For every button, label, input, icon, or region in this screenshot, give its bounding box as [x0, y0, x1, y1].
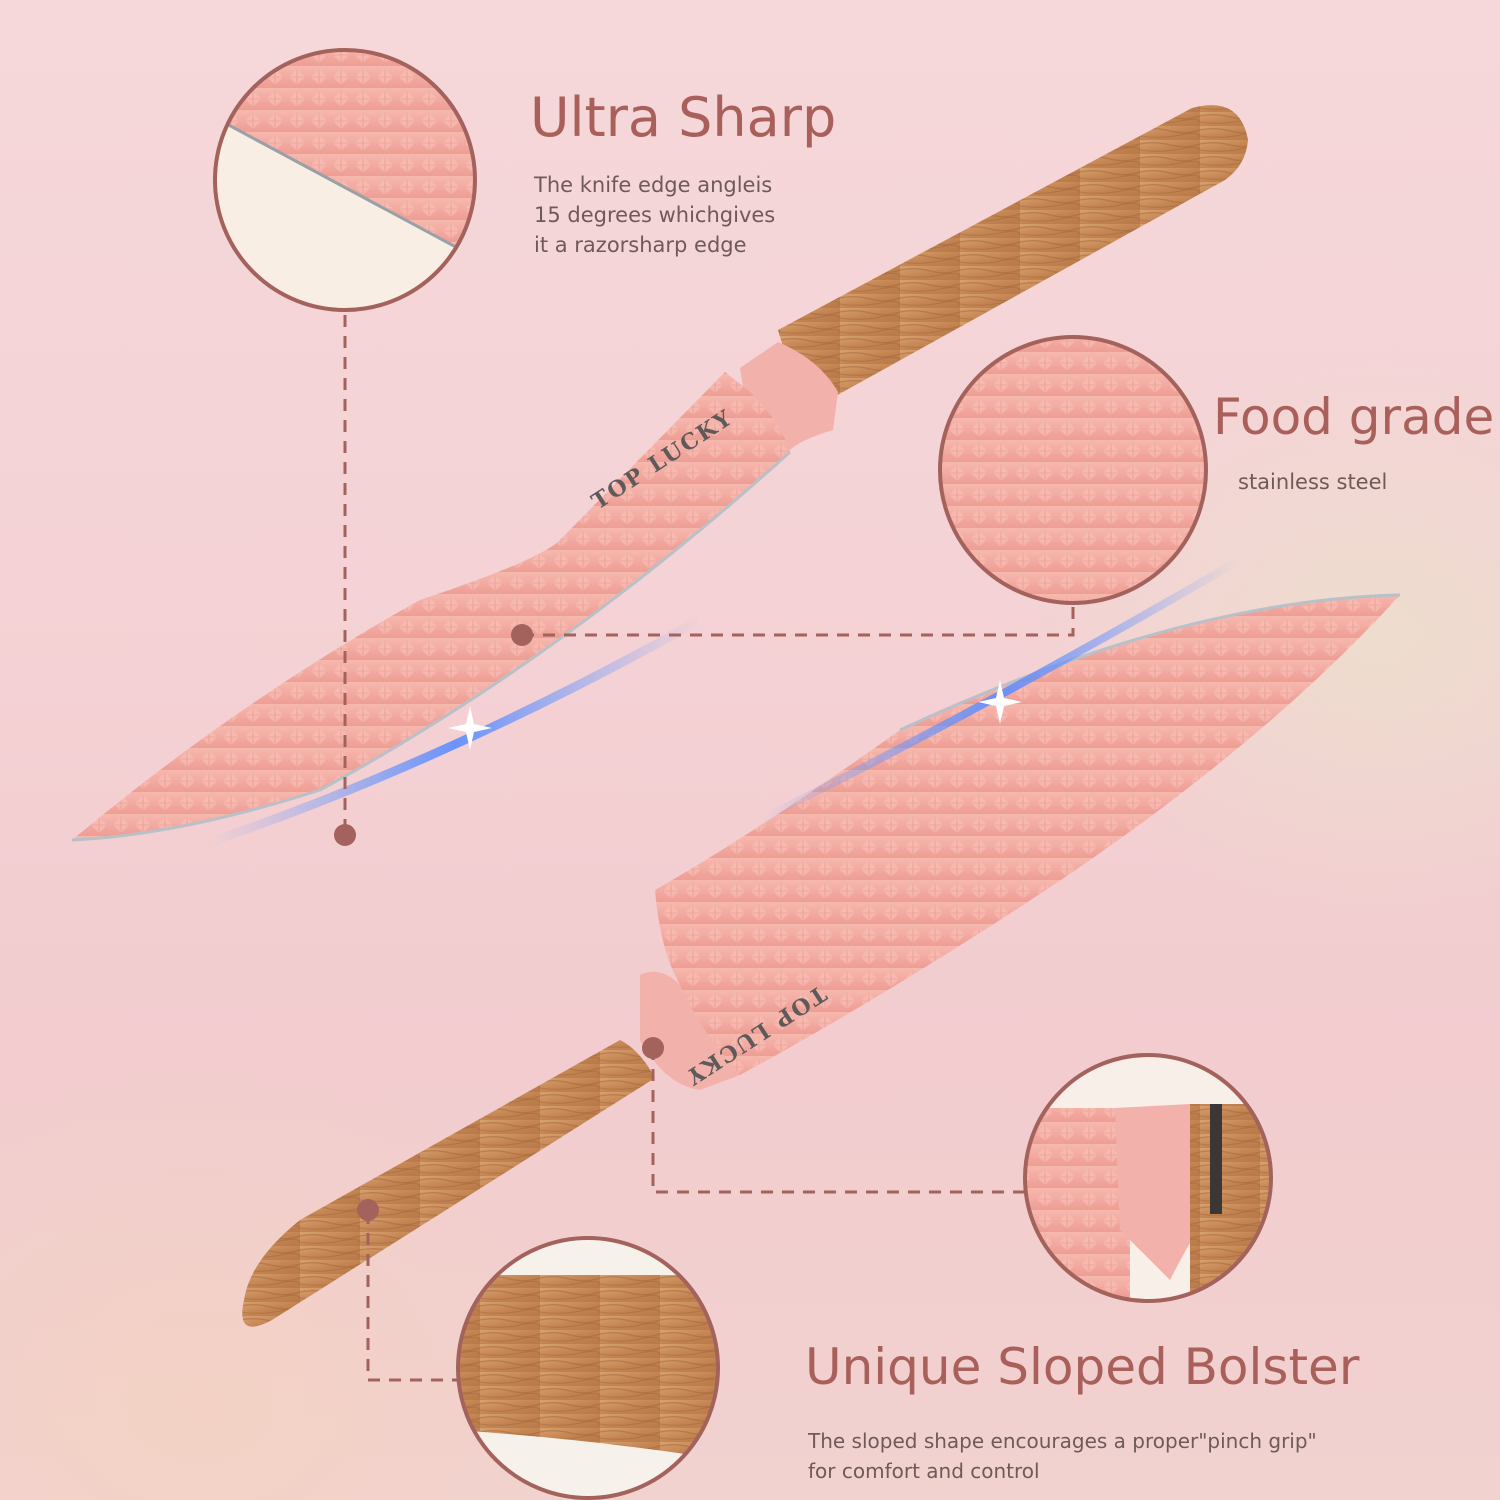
- callout-dots: [334, 624, 664, 1221]
- feature-title-food-grade: Food grade: [1213, 388, 1495, 446]
- detail-circle-texture: [938, 335, 1208, 605]
- knife-top: TOP LUCKY: [71, 105, 1248, 847]
- knife-bottom-bolster: [640, 971, 740, 1090]
- sparkle-bottom: [978, 680, 1022, 724]
- detail-circle-edge: [213, 48, 477, 312]
- feature-title-bolster: Unique Sloped Bolster: [805, 1338, 1360, 1396]
- feature-title-ultra-sharp: Ultra Sharp: [530, 86, 837, 149]
- feature-desc-food-grade: stainless steel: [1238, 470, 1388, 494]
- knife-bottom-handle: [242, 1040, 655, 1327]
- edge-glow-top: [208, 616, 703, 847]
- detail-circle-handle: [456, 1236, 720, 1500]
- knife-bottom: TOP LUCKY: [242, 556, 1401, 1327]
- sparkle-top: [448, 706, 492, 750]
- feature-desc-bolster: The sloped shape encourages a proper"pin…: [808, 1429, 1317, 1483]
- callout-lines: [343, 315, 1075, 1382]
- knife-top-handle: [778, 105, 1248, 398]
- knife-top-blade: [71, 372, 792, 842]
- knife-top-bolster: [740, 342, 838, 450]
- detail-circle-bolster: [1023, 1053, 1273, 1303]
- knife-bottom-blade: [655, 593, 1401, 1075]
- feature-desc-ultra-sharp: The knife edge angleis 15 degrees whichg…: [534, 173, 776, 257]
